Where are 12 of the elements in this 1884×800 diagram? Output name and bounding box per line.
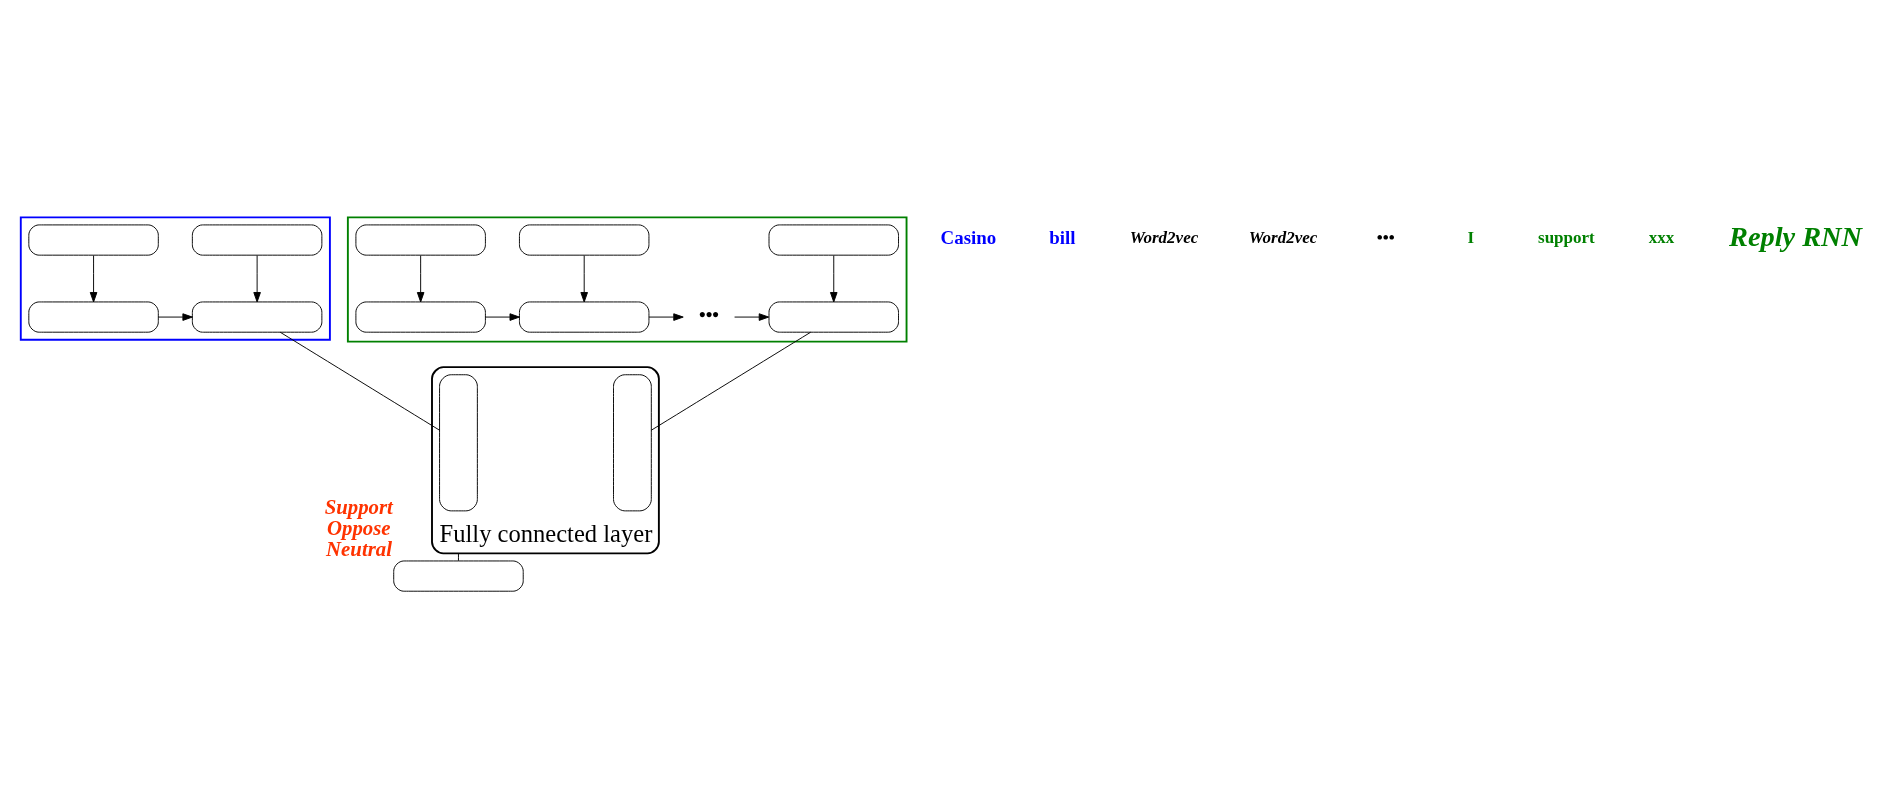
label: Word2vec xyxy=(1248,227,1318,247)
node-text: ••• xyxy=(699,303,719,325)
node-label: Fully connected layer xyxy=(439,519,653,547)
label: xxx xyxy=(1648,227,1675,247)
label: I xyxy=(1467,227,1475,247)
label: support xyxy=(1538,227,1595,247)
label: ••• xyxy=(1376,227,1395,247)
label: bill xyxy=(1049,226,1076,248)
label: Word2vec xyxy=(1129,227,1199,247)
label: Reply RNN xyxy=(1728,220,1863,252)
node-label: Support xyxy=(324,494,393,518)
label: Casino xyxy=(940,226,997,248)
